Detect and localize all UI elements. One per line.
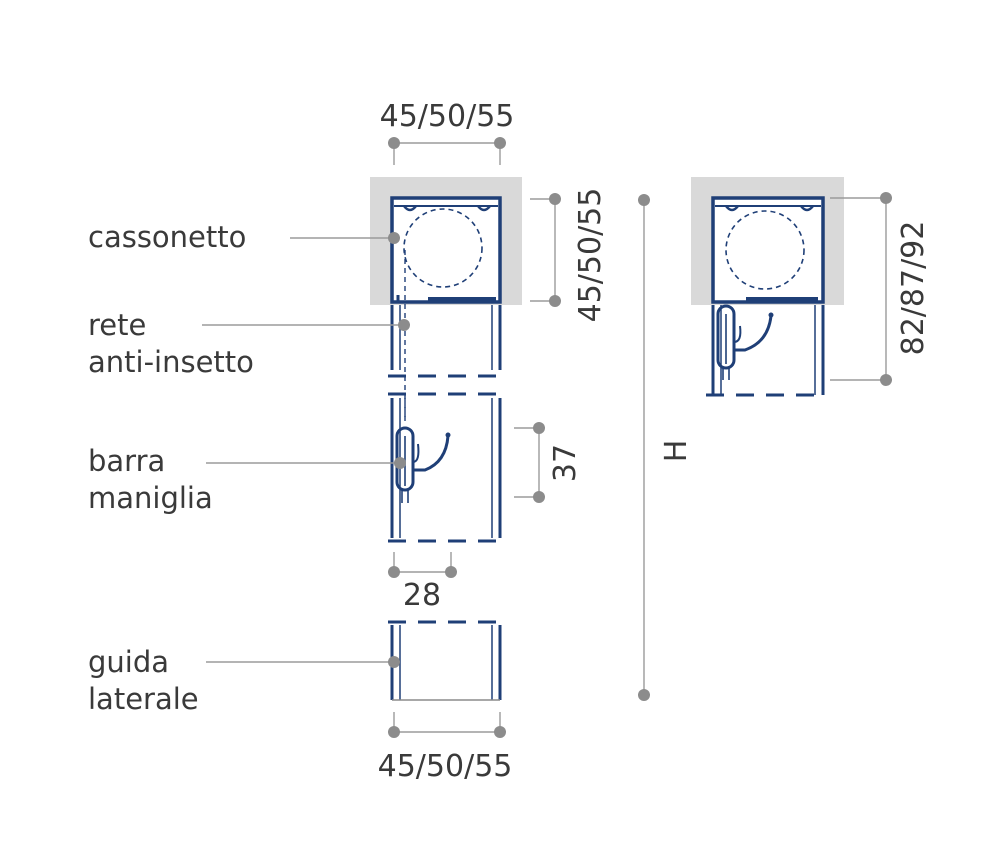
alt-handle-bar: [716, 304, 774, 380]
handle-height-value: 37: [548, 444, 583, 482]
bottom-rail-section: [388, 620, 504, 701]
overall-height-dimension: H: [638, 194, 694, 701]
label-anti-insetto: anti-insetto: [88, 345, 254, 379]
label-barra: barra: [88, 444, 165, 478]
box-height-dimension: 45/50/55: [530, 188, 608, 323]
overall-height-value: H: [659, 440, 694, 463]
top-width-value: 45/50/55: [380, 99, 515, 134]
alt-box-height-value: 82/87/92: [896, 221, 931, 356]
handle-width-value: 28: [403, 578, 441, 613]
label-laterale: laterale: [88, 682, 199, 716]
label-rete: rete: [88, 308, 146, 342]
middle-rail-section: [388, 398, 504, 543]
alt-box-height-dimension: 82/87/92: [830, 192, 931, 386]
callout-rete-anti-insetto: rete anti-insetto: [88, 308, 410, 379]
label-guida: guida: [88, 645, 169, 679]
top-width-dimension: 45/50/55: [380, 99, 515, 165]
cassonetto-housing: [370, 177, 522, 420]
callout-guida-laterale: guida laterale: [88, 645, 400, 716]
main-assembly: 45/50/55: [370, 99, 608, 784]
upper-rail-section: [388, 305, 504, 396]
alternate-assembly: 82/87/92: [691, 177, 931, 397]
box-height-value: 45/50/55: [573, 188, 608, 323]
label-maniglia: maniglia: [88, 481, 213, 515]
label-cassonetto: cassonetto: [88, 220, 246, 254]
bottom-width-dimension: 45/50/55: [378, 712, 513, 784]
handle-width-dimension: 28: [388, 552, 457, 613]
callout-cassonetto: cassonetto: [88, 220, 400, 254]
handle-height-dimension: 37: [514, 422, 583, 503]
bottom-width-value: 45/50/55: [378, 749, 513, 784]
callout-barra-maniglia: barra maniglia: [88, 444, 406, 515]
